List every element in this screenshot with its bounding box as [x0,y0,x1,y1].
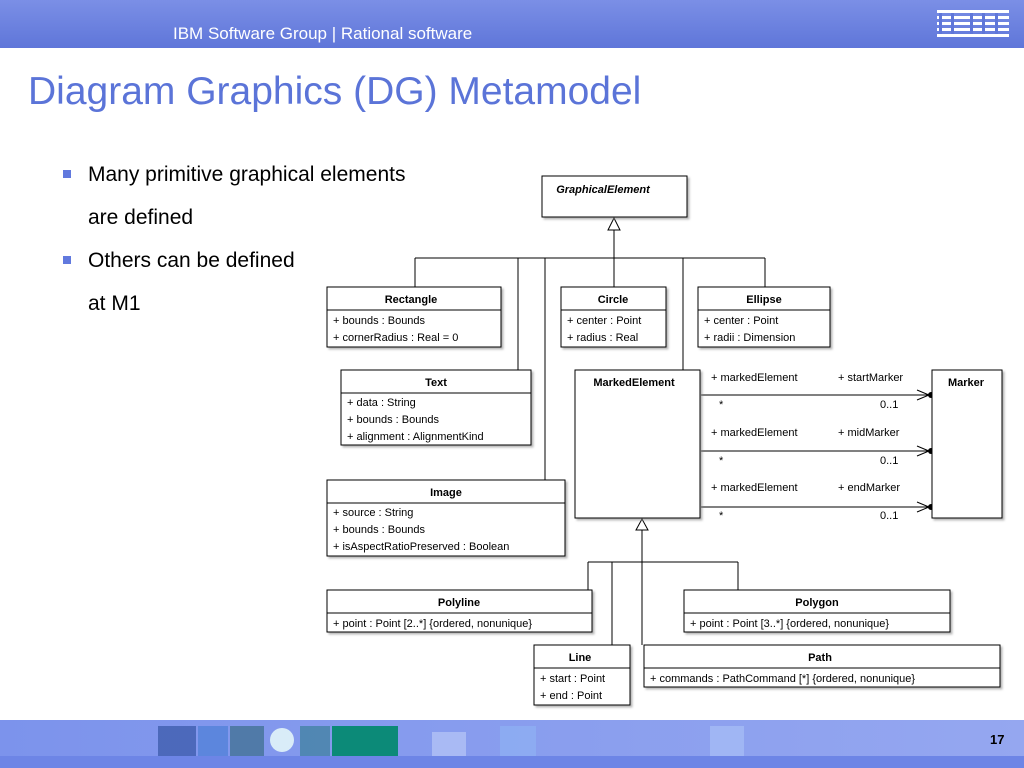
footer-decoration [158,726,744,756]
class-path: Path + commands : PathCommand [*] {order… [643,644,1001,688]
assoc-1-source-role: + markedElement [711,372,798,384]
class-attribute: + point : Point [2..*] {ordered, nonuniq… [333,618,532,630]
class-circle: Circle + center : Point + radius : Real [560,286,667,348]
bullet-marker-2 [63,256,71,264]
assoc-2-target-role: + midMarker [838,427,900,439]
assoc-2-target-mult: 0..1 [880,455,898,467]
class-attribute: + bounds : Bounds [347,414,440,426]
class-name: Image [430,487,462,499]
ibm-logo [937,10,1009,37]
assoc-3-source-role: + markedElement [711,482,798,494]
bullet-1-line-2: are defined [88,206,194,229]
class-polyline: Polyline + point : Point [2..*] {ordered… [326,589,593,633]
page-number: 17 [990,732,1005,747]
class-attribute: + point : Point [3..*] {ordered, nonuniq… [690,618,889,630]
class-line: Line + start : Point + end : Point [533,644,631,706]
class-name: Text [425,377,447,389]
class-name: Ellipse [746,294,781,306]
class-attribute: + commands : PathCommand [*] {ordered, n… [650,673,915,685]
bullet-2-line-2: at M1 [88,292,141,315]
class-attribute: + bounds : Bounds [333,524,426,536]
class-attribute: + start : Point [540,673,605,685]
slide-title: Diagram Graphics (DG) Metamodel [28,70,642,113]
class-attribute: + bounds : Bounds [333,315,426,327]
class-marked-element: MarkedElement [574,369,701,519]
class-marker: Marker [931,369,1003,519]
bullet-2-line-1: Others can be defined [88,249,295,272]
class-attribute: + source : String [333,507,413,519]
bullet-1-line-1: Many primitive graphical elements [88,163,406,186]
class-attribute: + radius : Real [567,332,638,344]
generalization-lines-lower [587,530,739,645]
class-name: Marker [948,377,985,389]
class-name: Polygon [795,597,839,609]
assoc-3-source-mult: * [719,510,724,522]
footer-strip [0,720,1024,756]
assoc-3-target-mult: 0..1 [880,510,898,522]
header-bar: IBM Software Group | Rational software [0,0,1024,48]
class-attribute: + data : String [347,397,416,409]
bullet-marker-1 [63,170,71,178]
uml-class-diagram: + markedElement + startMarker * 0..1 + m… [326,175,1003,706]
class-text: Text + data : String + bounds : Bounds +… [340,369,532,446]
class-attribute: + isAspectRatioPreserved : Boolean [333,541,509,553]
class-attribute: + radii : Dimension [704,332,795,344]
class-attribute: + center : Point [704,315,778,327]
class-graphical-element: GraphicalElement [541,175,688,218]
class-image: Image + source : String + bounds : Bound… [326,479,566,557]
class-rectangle: Rectangle + bounds : Bounds + cornerRadi… [326,286,502,348]
class-name: Circle [598,294,629,306]
class-name: Path [808,652,832,664]
generalization-lines-upper [414,230,766,480]
class-name: MarkedElement [593,377,675,389]
class-attribute: + cornerRadius : Real = 0 [333,332,458,344]
class-polygon: Polygon + point : Point [3..*] {ordered,… [683,589,951,633]
class-name: Line [569,652,592,664]
assoc-2-source-role: + markedElement [711,427,798,439]
class-name: Polyline [438,597,480,609]
assoc-1-source-mult: * [719,399,724,411]
assoc-1-target-mult: 0..1 [880,399,898,411]
class-name: GraphicalElement [556,184,651,196]
assoc-3-target-role: + endMarker [838,482,900,494]
generalization-arrowhead-icon [635,517,649,531]
assoc-1-target-role: + startMarker [838,372,903,384]
generalization-arrowhead-icon [607,216,621,231]
header-subtitle: IBM Software Group | Rational software [173,24,473,43]
class-ellipse: Ellipse + center : Point + radii : Dimen… [697,286,831,348]
class-attribute: + end : Point [540,690,602,702]
assoc-2-source-mult: * [719,455,724,467]
class-attribute: + alignment : AlignmentKind [347,431,484,443]
class-attribute: + center : Point [567,315,641,327]
class-name: Rectangle [385,294,438,306]
